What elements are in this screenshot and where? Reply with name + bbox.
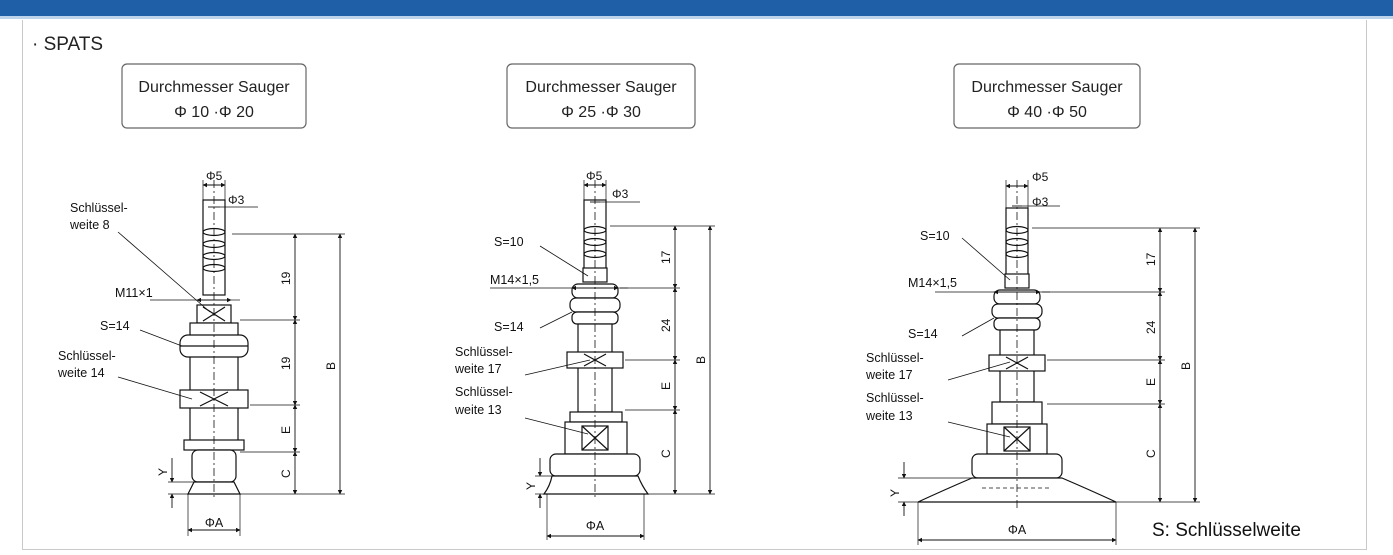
variant-2-wrench-bot-a: Schlüssel- — [455, 385, 513, 399]
variant-2-labels: Durchmesser Sauger Φ 25 ·Φ 30 Φ5 Φ3 S=10… — [454, 79, 708, 533]
variant-1-ring-3 — [202, 251, 226, 261]
content-frame — [22, 20, 1367, 550]
variant-3-thread: M14×1,5 — [908, 276, 957, 290]
variant-3-labels: Durchmesser Sauger Φ 40 ·Φ 50 Φ5 Φ3 S=10… — [865, 79, 1193, 537]
top-bar — [0, 0, 1393, 16]
variant-2-wrench-mid-b: weite 17 — [454, 362, 502, 376]
variant-3-y: Y — [888, 489, 902, 497]
variant-1-drawing — [117, 63, 345, 536]
variant-1-s14: S=14 — [100, 319, 130, 333]
variant-1-dim2: 19 — [279, 356, 293, 370]
variant-2-header-line1: Durchmesser Sauger — [525, 79, 677, 96]
variant-3-c: C — [1144, 449, 1158, 458]
variant-3-header-box — [953, 63, 1141, 129]
variant-1-header-line2: Φ 10 ·Φ 20 — [174, 104, 254, 121]
variant-3-wrench-bot-a: Schlüssel- — [866, 391, 924, 405]
variant-2-header-box — [506, 63, 696, 129]
variant-2-c: C — [659, 449, 673, 458]
variant-2-s14: S=14 — [494, 320, 524, 334]
variant-2-a: ΦA — [586, 519, 605, 533]
variant-1-labels: Durchmesser Sauger Φ 10 ·Φ 20 Φ5 Φ3 Schl… — [57, 79, 338, 530]
variant-1-wrench-top-b: weite 8 — [69, 218, 110, 232]
variant-3-header-line1: Durchmesser Sauger — [971, 79, 1123, 96]
variant-3-drawing — [898, 63, 1200, 545]
variant-3-b: B — [1179, 362, 1193, 370]
variant-2-y: Y — [524, 482, 538, 490]
legend-key: S: Schlüsselweite — [1152, 520, 1301, 541]
variant-3-s14: S=14 — [908, 327, 938, 341]
variant-1-b: B — [324, 362, 338, 370]
variant-3-wrench-bot-b: weite 13 — [865, 409, 913, 423]
section-title: · SPATS — [32, 34, 104, 55]
variant-1-e: E — [279, 426, 293, 434]
variant-3-dim1: 17 — [1144, 252, 1158, 266]
variant-1-thread: M11×1 — [115, 286, 153, 300]
variant-2-s10: S=10 — [494, 235, 524, 249]
variant-3-a: ΦA — [1008, 523, 1027, 537]
variant-3-d-inner: Φ3 — [1032, 195, 1049, 209]
variant-3-header-line2: Φ 40 ·Φ 50 — [1007, 104, 1087, 121]
variant-2-lower — [569, 411, 623, 423]
variant-2-drawing — [490, 63, 715, 540]
variant-2-thread: M14×1,5 — [490, 273, 539, 287]
variant-1-y: Y — [156, 468, 170, 476]
variant-1-c: C — [279, 469, 293, 478]
variant-1-header-box — [121, 63, 307, 129]
variant-2-dim1: 17 — [659, 250, 673, 264]
variant-1-wrench-top-a: Schlüssel- — [70, 201, 128, 215]
variant-2-b: B — [694, 356, 708, 364]
variant-3-d-outer: Φ5 — [1032, 170, 1049, 184]
variant-1-header-line1: Durchmesser Sauger — [138, 79, 290, 96]
variant-3-s10: S=10 — [920, 229, 950, 243]
variant-2-wrench-mid-a: Schlüssel- — [455, 345, 513, 359]
variant-1-a: ΦA — [205, 516, 224, 530]
variant-2-e: E — [659, 382, 673, 390]
variant-2-cup — [542, 475, 650, 495]
variant-1-d-inner: Φ3 — [228, 193, 245, 207]
variant-1-d-outer: Φ5 — [206, 169, 223, 183]
variant-1-dim1: 19 — [279, 271, 293, 285]
variant-1-wrench-bot-a: Schlüssel- — [58, 349, 116, 363]
variant-1-wrench-bot-b: weite 14 — [57, 366, 105, 380]
variant-3-dim2: 24 — [1144, 320, 1158, 334]
variant-3-e: E — [1144, 378, 1158, 386]
variant-2-wrench-bot-b: weite 13 — [454, 403, 502, 417]
variant-3-wrench-mid-b: weite 17 — [865, 368, 913, 382]
variant-2-dim2: 24 — [659, 318, 673, 332]
variant-3-wrench-mid-a: Schlüssel- — [866, 351, 924, 365]
variant-2-header-line2: Φ 25 ·Φ 30 — [561, 104, 641, 121]
variant-2-d-outer: Φ5 — [586, 169, 603, 183]
top-bar-underline — [0, 16, 1393, 19]
variant-2-d-inner: Φ3 — [612, 187, 629, 201]
